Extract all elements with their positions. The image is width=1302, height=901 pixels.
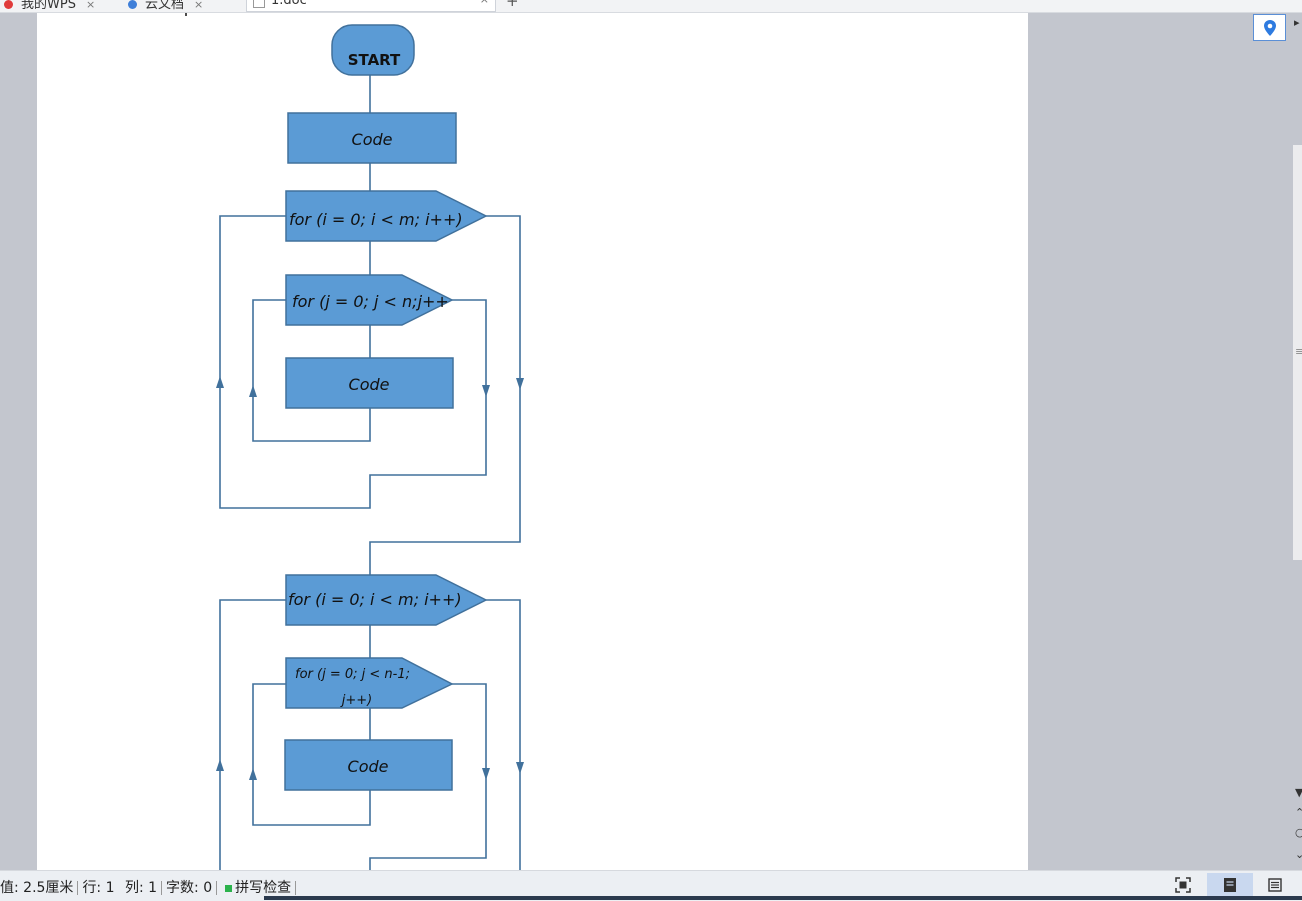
loop2-inner-label-line1: for (j = 0; j < n-1; — [295, 667, 410, 682]
loop2-inner-node[interactable]: for (j = 0; j < n-1; j++) — [285, 657, 454, 709]
code-label: Code — [348, 757, 389, 776]
code-block-1[interactable]: Code — [287, 112, 457, 164]
close-icon[interactable]: × — [194, 0, 204, 11]
tab-bar: 我的WPS × 云文档 × 1.doc × + — [0, 0, 1302, 13]
flowchart: .ln { stroke:#41719c; stroke-width:1.6; … — [185, 13, 524, 870]
loop1-inner-node[interactable]: for (j = 0; j < n;j++ — [285, 274, 454, 326]
code-label: Code — [352, 130, 393, 149]
word-count[interactable]: 字数: 0 — [166, 880, 213, 896]
location-pin-button[interactable] — [1253, 14, 1286, 41]
divider — [216, 881, 218, 895]
code-label: Code — [349, 375, 390, 394]
arrowheads-bottom — [216, 759, 524, 780]
divider — [161, 881, 163, 895]
page-up-icon[interactable]: ⌃ — [1295, 806, 1302, 819]
spell-check-status-icon — [225, 884, 233, 892]
scroll-down-icon[interactable]: ▼ — [1295, 786, 1302, 799]
wps-logo-icon — [4, 0, 13, 9]
connectors-top — [219, 75, 521, 575]
page-view-button[interactable] — [1207, 873, 1253, 897]
fullscreen-icon — [1175, 877, 1191, 893]
loop2-inner-label-line2: j++) — [340, 693, 372, 708]
divider — [295, 881, 297, 895]
select-object-icon[interactable]: ○ — [1295, 826, 1302, 839]
close-icon[interactable]: × — [480, 0, 489, 6]
fullscreen-view-button[interactable] — [1170, 873, 1196, 897]
code-block-3[interactable]: Code — [284, 739, 453, 791]
spell-check-button[interactable]: 拼写检查 — [235, 880, 292, 896]
connectors-bottom — [219, 599, 521, 870]
location-pin-icon — [1263, 19, 1276, 36]
side-panel-glyph: ▸ — [1294, 16, 1300, 29]
outline-view-button[interactable] — [1262, 873, 1288, 897]
arrowheads-top — [216, 376, 524, 397]
vertical-scrollbar[interactable] — [1293, 145, 1302, 560]
close-icon[interactable]: × — [85, 0, 96, 11]
start-label: START — [348, 51, 401, 69]
outline-view-icon — [1268, 878, 1282, 892]
new-tab-button[interactable]: + — [506, 0, 519, 10]
tab-document[interactable]: 1.doc × — [246, 0, 496, 12]
loop1-inner-label: for (j = 0; j < n;j++ — [292, 292, 449, 311]
document-icon — [253, 0, 265, 8]
code-block-2[interactable]: Code — [285, 357, 454, 409]
indent-value[interactable]: 值: 2.5厘米 — [0, 880, 74, 896]
page-view-icon — [1224, 878, 1236, 892]
tab-label: 云文档 — [145, 0, 185, 12]
start-node[interactable]: START — [331, 24, 415, 76]
document-page[interactable]: .ln { stroke:#41719c; stroke-width:1.6; … — [37, 13, 1028, 870]
loop1-outer-label: for (i = 0; i < m; i++) — [289, 210, 463, 229]
status-bar: 值: 2.5厘米行: 1 列: 1 字数: 0 拼写检查 — [0, 870, 1302, 901]
taskbar-edge — [264, 896, 1302, 900]
scroll-grip-icon[interactable]: ≡ — [1295, 345, 1302, 358]
loop2-outer-node[interactable]: for (i = 0; i < m; i++) — [285, 574, 488, 626]
tab-my-wps[interactable]: 我的WPS × — [4, 0, 96, 12]
tab-label: 1.doc — [271, 0, 307, 8]
loop2-outer-label: for (i = 0; i < m; i++) — [288, 590, 462, 609]
tab-cloud-docs[interactable]: 云文档 × — [128, 0, 204, 12]
column-indicator[interactable]: 列: 1 — [124, 880, 158, 896]
tab-label: 我的WPS — [21, 0, 76, 12]
cloud-icon — [128, 0, 137, 9]
divider — [77, 881, 79, 895]
loop1-outer-node[interactable]: for (i = 0; i < m; i++) — [285, 190, 488, 242]
row-indicator[interactable]: 行: 1 — [82, 880, 115, 896]
page-down-icon[interactable]: ⌄ — [1295, 848, 1302, 861]
